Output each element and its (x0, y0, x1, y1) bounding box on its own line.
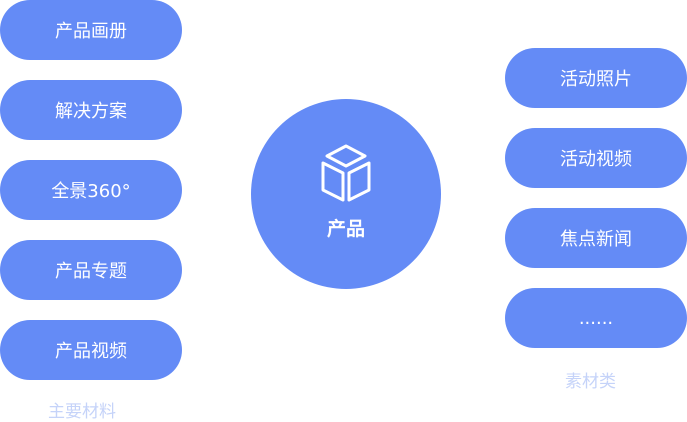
right-item-event-photos[interactable]: 活动照片 (505, 48, 687, 108)
right-item-more[interactable]: ...... (505, 288, 687, 348)
right-item-focus-news[interactable]: 焦点新闻 (505, 208, 687, 268)
left-item-product-video[interactable]: 产品视频 (0, 320, 182, 380)
cube-icon (321, 144, 371, 201)
right-caption: 素材类 (565, 372, 616, 392)
left-caption: 主要材料 (48, 402, 116, 422)
left-item-panorama-360[interactable]: 全景360° (0, 160, 182, 220)
center-title: 产品 (326, 217, 365, 240)
right-item-event-videos[interactable]: 活动视频 (505, 128, 687, 188)
left-item-solutions[interactable]: 解决方案 (0, 80, 182, 140)
left-item-product-topic[interactable]: 产品专题 (0, 240, 182, 300)
center-product-circle[interactable]: 产品 (251, 99, 441, 289)
left-item-product-brochure[interactable]: 产品画册 (0, 0, 182, 60)
